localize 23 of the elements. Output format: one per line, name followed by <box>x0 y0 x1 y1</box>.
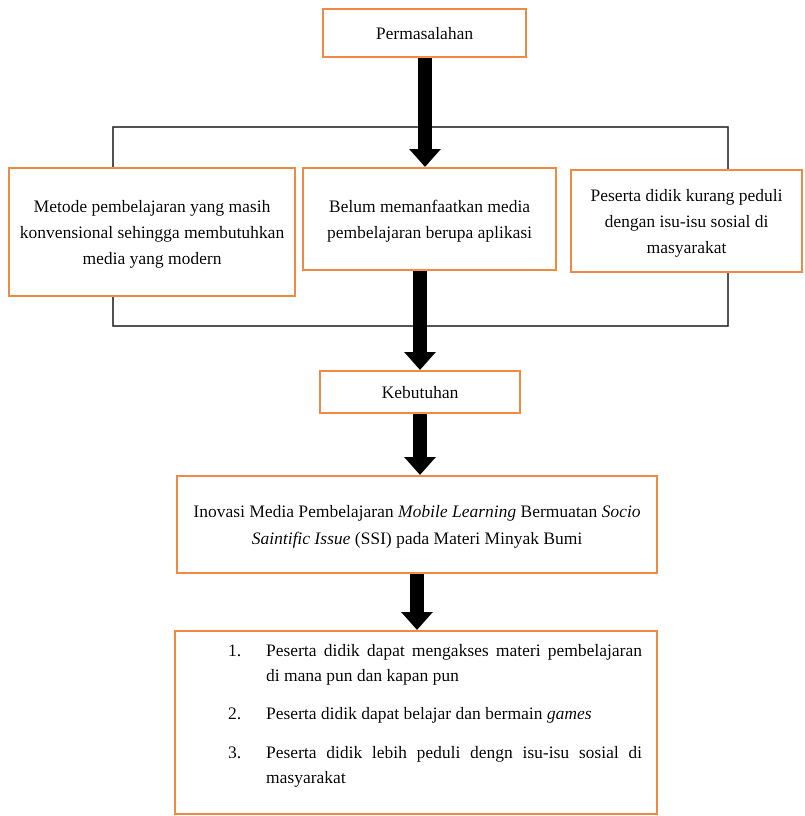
box-label: Kebutuhan <box>382 380 458 404</box>
arrow <box>404 271 436 370</box>
process-box <box>319 370 521 414</box>
process-box <box>322 8 527 58</box>
list-item: Peserta didik lebih peduli dengn isu-isu sosial di masyarakat <box>266 740 642 789</box>
arrow <box>401 574 433 630</box>
process-box <box>176 475 658 574</box>
process-box <box>8 167 296 297</box>
list-number: 3. <box>228 740 242 764</box>
arrow <box>409 58 441 167</box>
box-label: Belum memanfaatkan media pembelajaran berupa aplikasi <box>326 194 534 244</box>
process-box <box>302 167 557 271</box>
box-label: Permasalahan <box>376 22 474 45</box>
box-label: Peserta didik kurang peduli dengan isu-isu sosial di masyarakat <box>590 184 784 260</box>
arrow <box>404 414 436 475</box>
list-number: 2. <box>228 702 242 726</box>
list-number: 1. <box>228 639 242 662</box>
process-box <box>174 630 658 815</box>
process-box <box>570 169 803 273</box>
box-label: Inovasi Media Pembelajaran Mobile Learning Bermuatan Socio Saintific Issue (SSI) pada Materi Minyak Bumi <box>192 500 642 550</box>
list-item: Peserta didik dapat mengakses materi pembelajaran di mana pun dan kapan pun <box>266 639 642 688</box>
box-label: Metode pembelajaran yang masih konvensional sehingga membutuhkan media yang modern <box>18 194 286 270</box>
list-item: Peserta didik dapat belajar dan bermain games <box>266 702 593 726</box>
